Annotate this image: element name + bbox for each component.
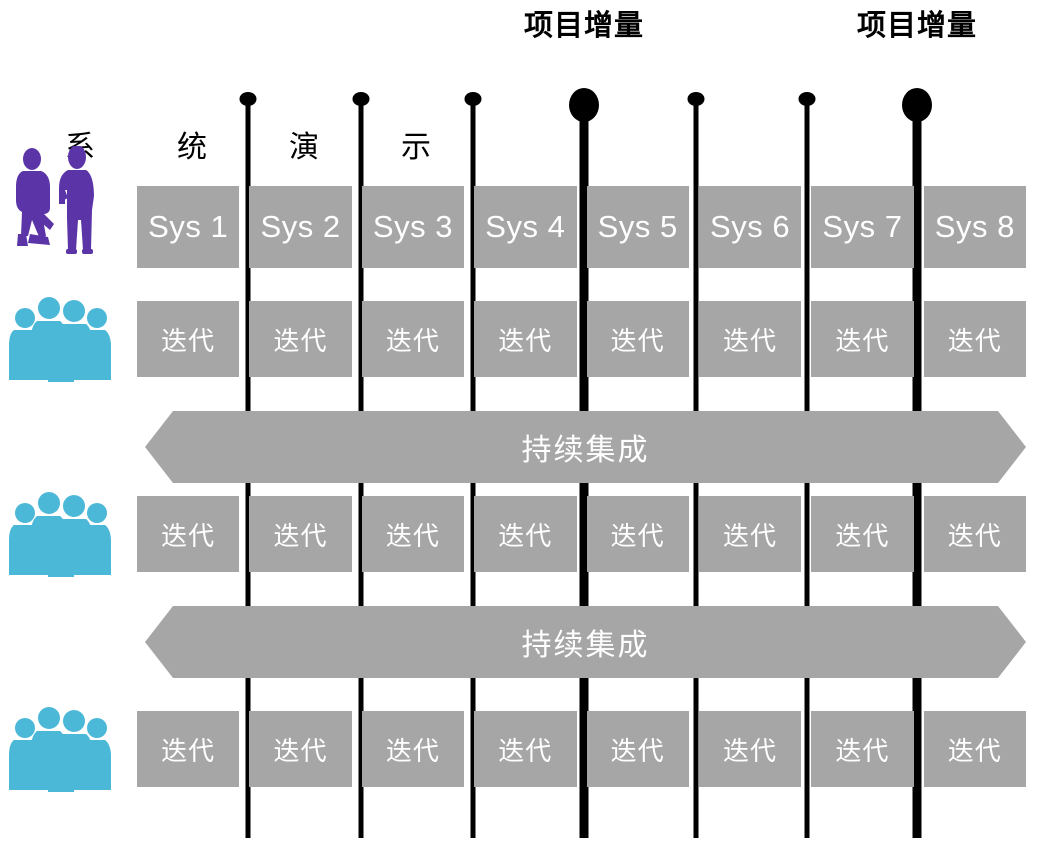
cell-iteration-row-2-3[interactable]: 迭代	[361, 496, 465, 572]
cell-iteration-row-2-8[interactable]: 迭代	[923, 496, 1026, 572]
cell-iteration-row-2-1[interactable]: 迭代	[137, 496, 240, 572]
cell-gap	[239, 496, 249, 572]
cell-gap	[239, 301, 249, 377]
cell-iteration-row-3-7[interactable]: 迭代	[811, 711, 914, 787]
cell-gap	[689, 301, 699, 377]
cell-iteration-row-1-2[interactable]: 迭代	[249, 301, 352, 377]
two-people-purple-icon	[6, 145, 110, 261]
cell-gap	[352, 496, 362, 572]
continuous-integration-label: 持续集成	[521, 434, 650, 467]
demo-caption-char-3: 演	[289, 131, 319, 164]
cell-gap	[577, 496, 587, 572]
cell-system-row-2[interactable]: Sys 2	[249, 186, 352, 268]
cell-gap	[801, 711, 811, 787]
cell-iteration-row-2-5[interactable]: 迭代	[586, 496, 689, 572]
iteration-row-1: 迭代迭代迭代迭代迭代迭代迭代迭代	[137, 301, 1026, 377]
iteration-row-2: 迭代迭代迭代迭代迭代迭代迭代迭代	[137, 496, 1026, 572]
cell-gap	[464, 711, 474, 787]
cell-iteration-row-3-1[interactable]: 迭代	[137, 711, 240, 787]
cell-iteration-row-3-3[interactable]: 迭代	[361, 711, 465, 787]
cell-gap	[352, 301, 362, 377]
demo-pin-2[interactable]	[352, 92, 370, 106]
cell-iteration-row-1-7[interactable]: 迭代	[811, 301, 914, 377]
continuous-integration-label: 持续集成	[521, 629, 650, 662]
cell-gap	[239, 186, 249, 268]
cell-gap	[464, 496, 474, 572]
cell-iteration-row-3-4[interactable]: 迭代	[474, 711, 577, 787]
team-group-cyan-icon	[8, 294, 112, 389]
milestone-label-1: 项目增量	[523, 10, 645, 42]
cell-iteration-row-1-8[interactable]: 迭代	[923, 301, 1026, 377]
cell-system-row-6[interactable]: Sys 6	[698, 186, 802, 268]
cell-iteration-row-3-2[interactable]: 迭代	[249, 711, 352, 787]
cell-iteration-row-1-3[interactable]: 迭代	[361, 301, 465, 377]
cell-system-row-5[interactable]: Sys 5	[586, 186, 689, 268]
cell-gap	[801, 301, 811, 377]
milestone-pin-7[interactable]	[902, 88, 932, 122]
cell-system-row-7[interactable]: Sys 7	[811, 186, 914, 268]
cell-system-row-3[interactable]: Sys 3	[361, 186, 465, 268]
cell-gap	[914, 186, 924, 268]
demo-pin-1[interactable]	[239, 92, 257, 106]
cell-gap	[464, 186, 474, 268]
cell-system-row-1[interactable]: Sys 1	[137, 186, 240, 268]
cell-iteration-row-3-6[interactable]: 迭代	[698, 711, 802, 787]
demo-pin-5[interactable]	[687, 92, 705, 106]
cell-gap	[914, 711, 924, 787]
milestone-pin-4[interactable]	[569, 88, 599, 122]
cell-iteration-row-2-6[interactable]: 迭代	[698, 496, 802, 572]
continuous-integration-band-2[interactable]: 持续集成	[145, 606, 1026, 678]
continuous-integration-band-1[interactable]: 持续集成	[145, 411, 1026, 483]
demo-pin-3[interactable]	[464, 92, 482, 106]
cell-system-row-4[interactable]: Sys 4	[474, 186, 577, 268]
cell-iteration-row-2-7[interactable]: 迭代	[811, 496, 914, 572]
iteration-row-3: 迭代迭代迭代迭代迭代迭代迭代迭代	[137, 711, 1026, 787]
cell-gap	[577, 301, 587, 377]
cell-gap	[914, 301, 924, 377]
cell-gap	[352, 711, 362, 787]
cell-gap	[801, 186, 811, 268]
cell-gap	[464, 301, 474, 377]
team-group-cyan-icon	[8, 489, 112, 584]
team-group-cyan-icon	[8, 704, 112, 799]
cell-gap	[914, 496, 924, 572]
cell-gap	[352, 186, 362, 268]
cell-gap	[577, 186, 587, 268]
cell-gap	[689, 496, 699, 572]
cell-gap	[689, 186, 699, 268]
milestone-label-2: 项目增量	[856, 10, 978, 42]
cell-iteration-row-3-5[interactable]: 迭代	[586, 711, 689, 787]
cell-gap	[689, 711, 699, 787]
demo-caption-char-2: 统	[177, 131, 207, 164]
cell-gap	[801, 496, 811, 572]
cell-iteration-row-3-8[interactable]: 迭代	[923, 711, 1026, 787]
cell-iteration-row-2-2[interactable]: 迭代	[249, 496, 352, 572]
cell-iteration-row-1-1[interactable]: 迭代	[137, 301, 240, 377]
demo-pin-6[interactable]	[798, 92, 816, 106]
cell-gap	[239, 711, 249, 787]
cell-iteration-row-1-4[interactable]: 迭代	[474, 301, 577, 377]
cell-iteration-row-1-5[interactable]: 迭代	[586, 301, 689, 377]
demo-caption-char-4: 示	[401, 131, 431, 164]
cell-iteration-row-2-4[interactable]: 迭代	[474, 496, 577, 572]
cell-gap	[577, 711, 587, 787]
cell-iteration-row-1-6[interactable]: 迭代	[698, 301, 802, 377]
cell-system-row-8[interactable]: Sys 8	[923, 186, 1026, 268]
